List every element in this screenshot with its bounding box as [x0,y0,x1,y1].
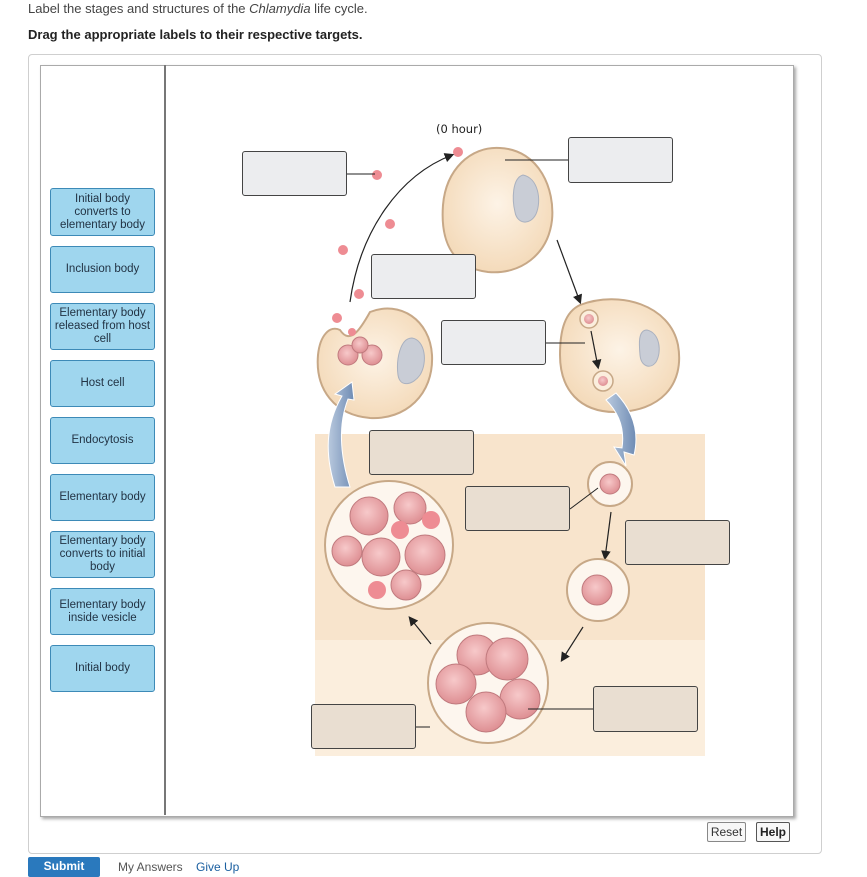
give-up-link[interactable]: Give Up [196,860,240,874]
drag-label-endocytosis[interactable]: Endocytosis [50,417,155,464]
submit-button[interactable]: Submit [28,857,100,877]
inclusion-body-stage [324,480,454,610]
drop-target-2[interactable] [568,137,673,183]
host-cell-left [316,307,434,420]
free-elementary-bodies [332,147,463,336]
question-text: Label the stages and structures of the C… [28,1,368,16]
host-cell-top [441,146,554,274]
drop-target-8[interactable] [311,704,416,749]
drag-label-inclusion-body[interactable]: Inclusion body [50,246,155,293]
drag-label-eb-released[interactable]: Elementary body released from host cell [50,303,155,350]
host-cell-right [558,298,681,414]
drag-label-host-cell[interactable]: Host cell [50,360,155,407]
drop-target-1[interactable] [242,151,347,196]
drop-target-9[interactable] [593,686,698,732]
vesicle-stage [587,461,633,507]
drop-target-3[interactable] [371,254,476,299]
initial-body-stage [566,558,630,622]
my-answers-link[interactable]: My Answers [118,860,183,874]
label-bank [40,65,166,815]
drag-label-initial-body-converts[interactable]: Initial body converts to elementary body [50,188,155,236]
reset-button[interactable]: Reset [707,822,746,842]
drag-label-eb-inside-vesicle[interactable]: Elementary body inside vesicle [50,588,155,635]
drag-label-eb-converts[interactable]: Elementary body converts to initial body [50,531,155,578]
drop-target-4[interactable] [441,320,546,365]
drop-target-7[interactable] [625,520,730,565]
instruction-text: Drag the appropriate labels to their res… [28,27,363,42]
drop-target-6[interactable] [465,486,570,531]
drag-label-elementary-body[interactable]: Elementary body [50,474,155,521]
help-button[interactable]: Help [756,822,790,842]
time-label: (0 hour) [436,122,483,136]
drop-target-5[interactable] [369,430,474,475]
dividing-inclusion [427,622,549,744]
drag-label-initial-body[interactable]: Initial body [50,645,155,692]
